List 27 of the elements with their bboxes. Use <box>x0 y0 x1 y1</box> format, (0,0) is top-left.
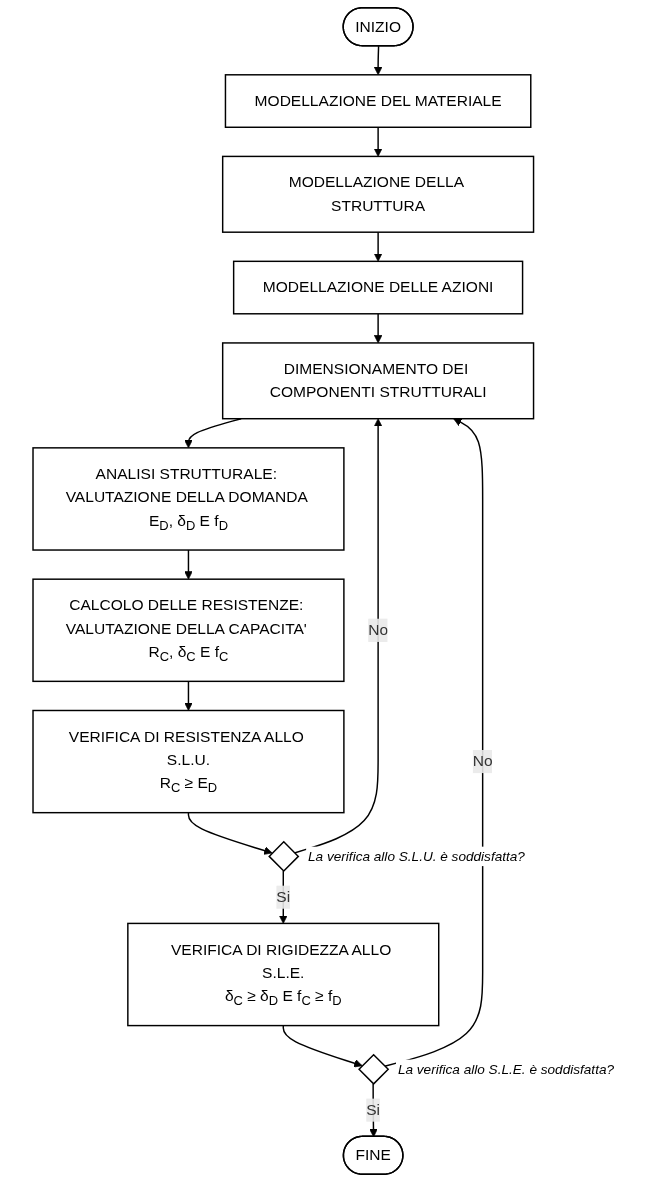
node-box: CALCOLO DELLE RESISTENZE: VALUTAZIONE DELLA CAPACITA' R$_{C}$, δ$_{C}$ E f$_{C}$ <box>32 578 345 683</box>
node-diamond <box>268 840 300 872</box>
arrow <box>184 549 193 580</box>
edge-label: No <box>368 621 389 639</box>
arrow <box>282 1024 363 1068</box>
arrow <box>184 680 193 711</box>
arrow <box>184 417 242 449</box>
node-box: MODELLAZIONE DEL MATERIALE <box>224 74 532 128</box>
arrow <box>373 126 383 157</box>
node-box: DIMENSIONAMENTO DEI COMPONENTI STRUTTURALI <box>221 342 535 420</box>
arrow <box>373 313 383 344</box>
node-box: ANALISI STRUTTURALE: VALUTAZIONE DELLA DOMANDA E$_{D}$, δ$_{D}$ E f$_{D}$ <box>32 447 345 551</box>
arrow <box>383 418 484 1067</box>
edge-label: Si <box>276 888 291 905</box>
arrow <box>187 811 273 855</box>
node-box: MODELLAZIONE DELLA STRUTTURA <box>221 155 535 233</box>
edge-label: No <box>472 752 493 770</box>
edge-label: Si <box>366 1101 381 1118</box>
node-box: VERIFICA DI RIGIDEZZA ALLO S.L.E. δ$_{C}$ ≥ δ$_{D}$ E f$_{C}$ ≥ f$_{D}$ <box>127 922 440 1027</box>
arrow <box>373 45 383 76</box>
node-box: MODELLAZIONE DELLE AZIONI <box>232 260 524 315</box>
arrow <box>293 418 383 854</box>
question-text: La verifica allo S.L.U. è soddisfatta? <box>308 849 525 865</box>
node-box: VERIFICA DI RESISTENZA ALLO S.L.U. R$_{C}$ ≥ E$_{D}$ <box>32 709 345 814</box>
node-diamond <box>358 1053 390 1085</box>
arrow <box>373 231 383 262</box>
question-text: La verifica allo S.L.E. è soddisfatta? <box>397 1062 615 1078</box>
